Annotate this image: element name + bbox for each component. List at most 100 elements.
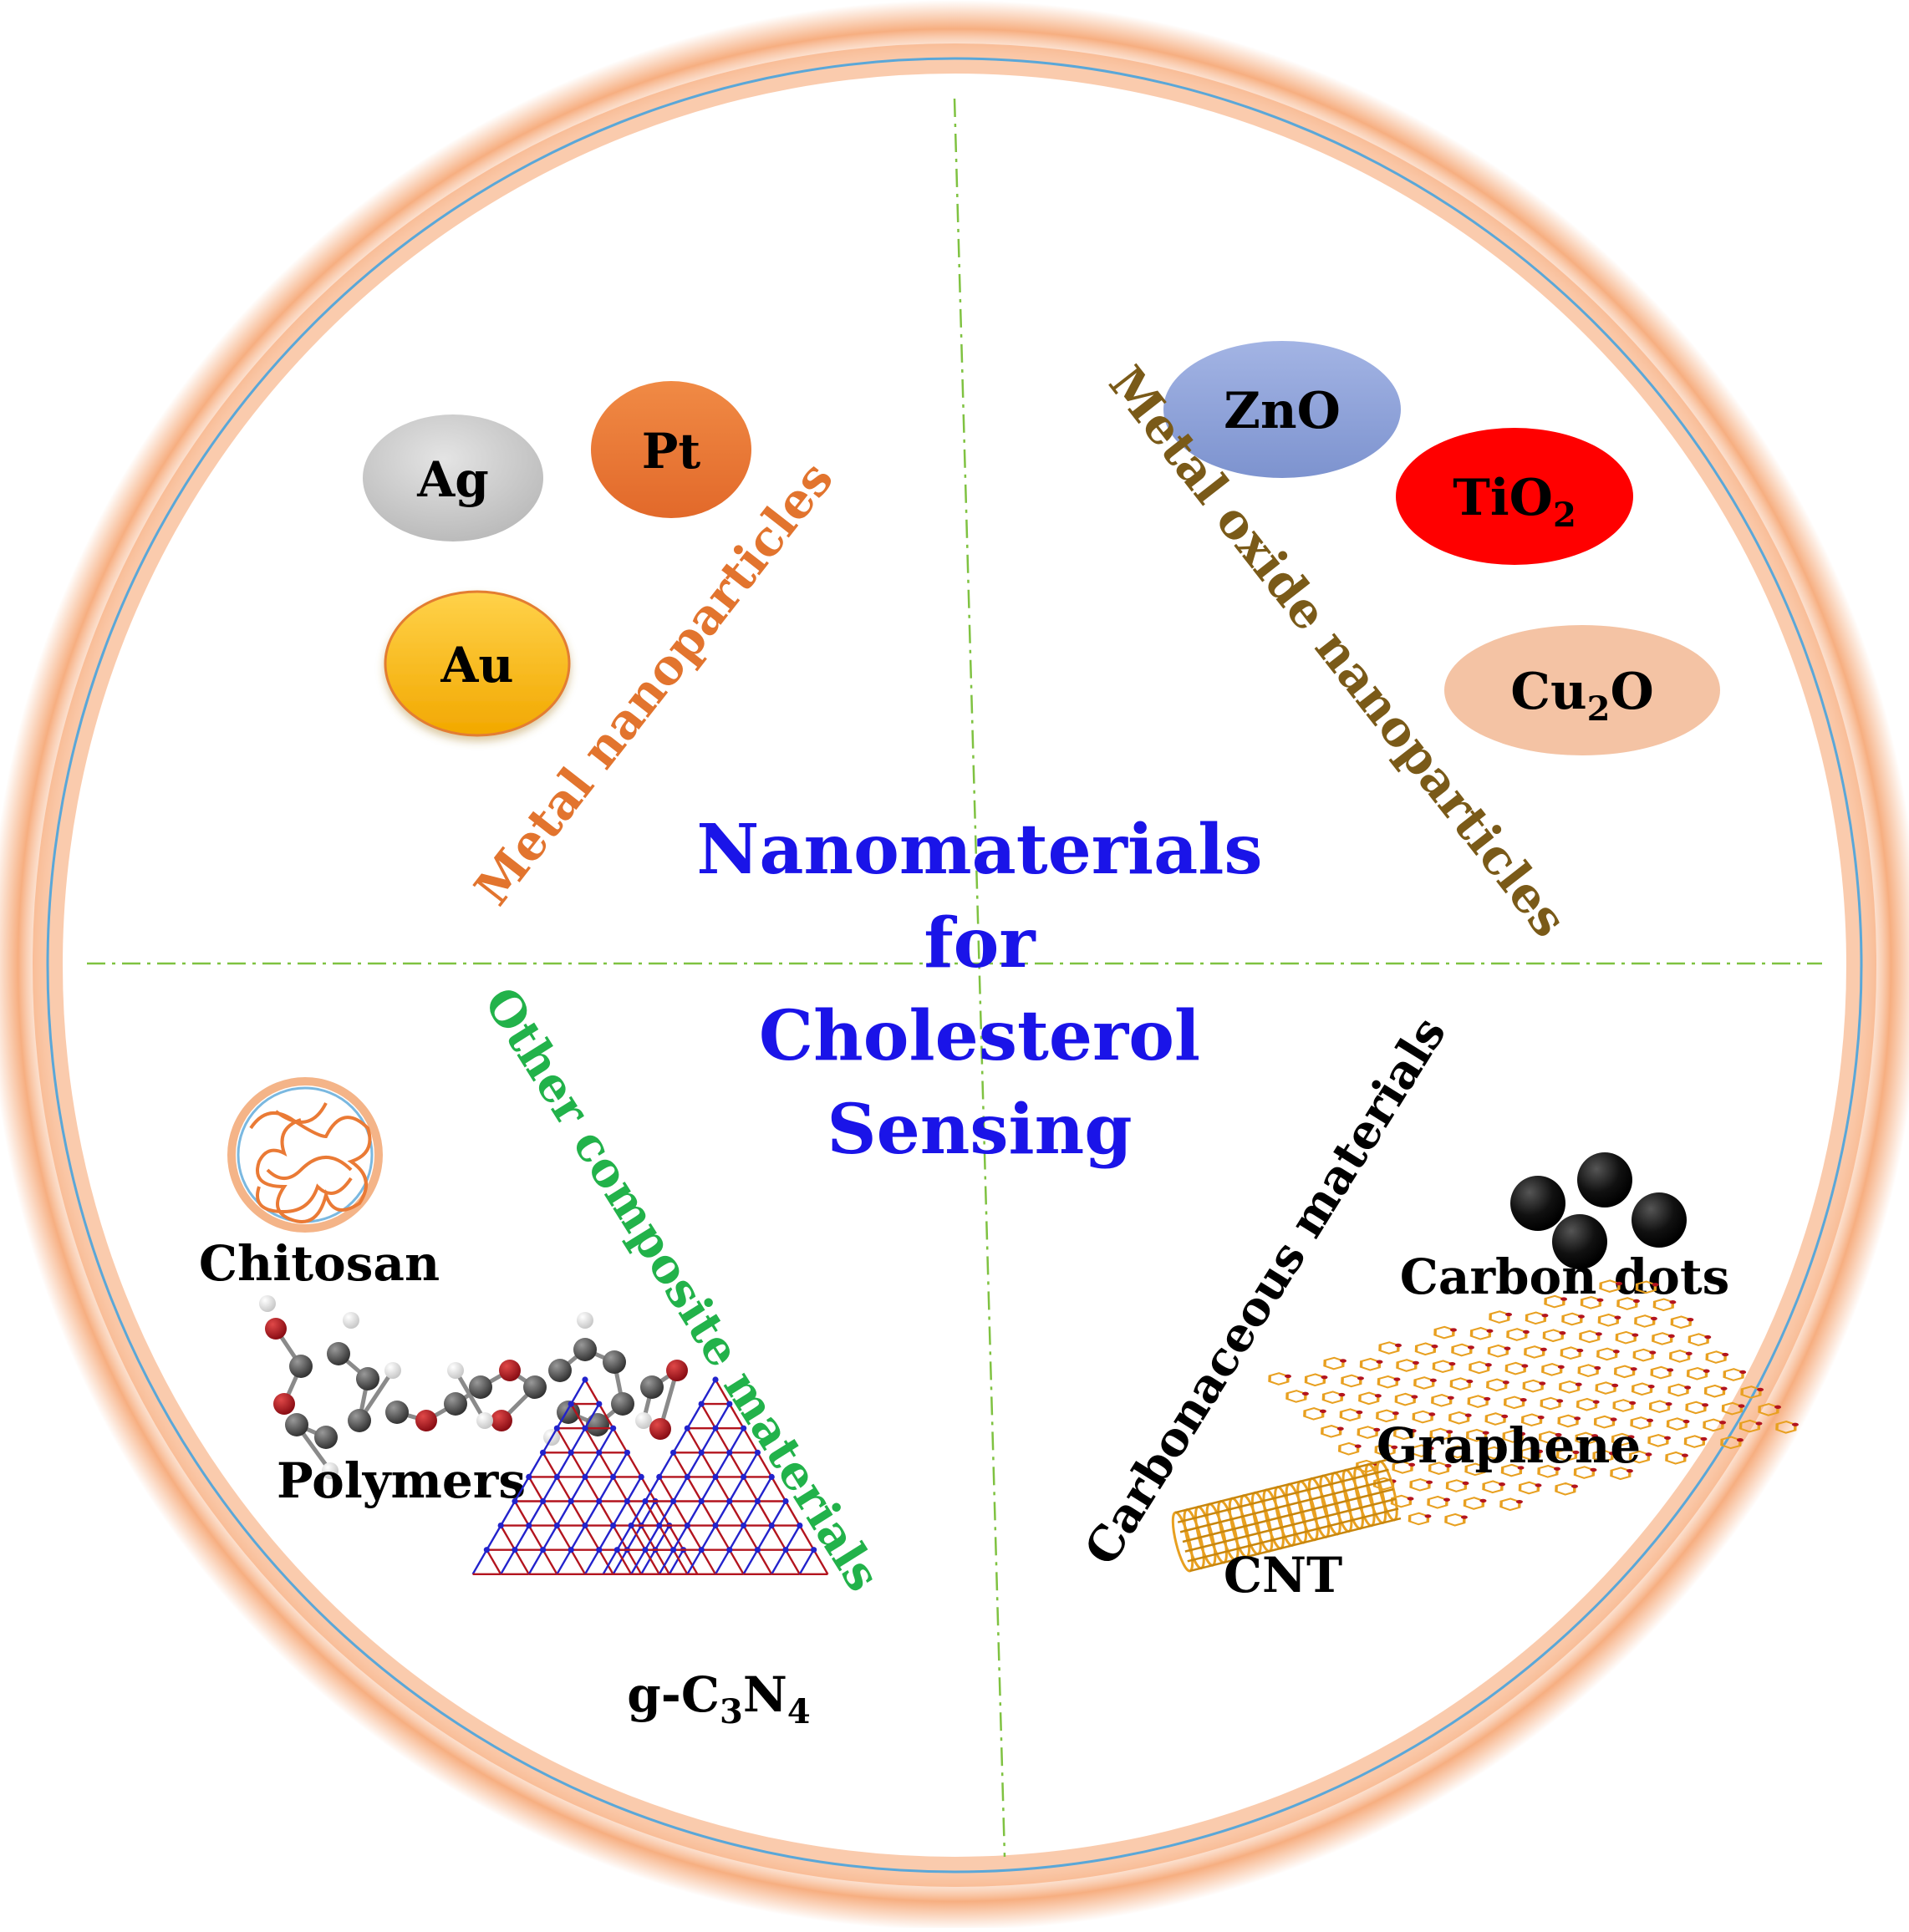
graphene-atom	[1444, 1463, 1452, 1468]
graphene-hexagon	[1358, 1391, 1380, 1406]
gcn-bond	[742, 1500, 759, 1527]
graphene-hexagon	[1321, 1424, 1342, 1438]
gcn-bond	[626, 1476, 643, 1502]
gcn-bond	[542, 1427, 558, 1453]
graphene-hexagon	[1499, 1497, 1521, 1512]
graphene-hexagon	[1721, 1401, 1744, 1416]
graphene-atom	[1520, 1398, 1527, 1402]
graphene-atom	[1412, 1360, 1419, 1365]
au-particle	[384, 590, 571, 737]
graphene-atom	[1504, 1346, 1511, 1350]
zno-particle	[1163, 341, 1401, 478]
cnt-tube-icon	[1171, 1458, 1402, 1573]
graphene-hexagon	[1540, 1396, 1561, 1411]
graphene-atom	[1481, 1465, 1489, 1469]
gcn-bond	[672, 1524, 689, 1551]
graphene-atom	[1592, 1400, 1600, 1404]
graphene-atom	[1591, 1434, 1599, 1438]
graphene-hexagon	[1483, 1446, 1505, 1460]
polymer-atom	[611, 1392, 634, 1416]
gcn-bond	[527, 1500, 544, 1527]
graphene-hexagon	[1323, 1356, 1345, 1370]
gcn-bond	[556, 1500, 573, 1527]
graphene-hexagon	[1595, 1381, 1616, 1395]
graphene-atom	[1536, 1449, 1544, 1453]
gcn-bond	[756, 1500, 773, 1527]
graphene-atom	[1560, 1297, 1567, 1301]
gcn-bond	[644, 1476, 660, 1502]
graphene-hexagon	[1469, 1326, 1492, 1340]
graphene-atom	[1720, 1386, 1728, 1391]
graphene-atom	[1559, 1331, 1566, 1335]
graphene-atom	[1338, 1392, 1346, 1397]
graphene-hexagon	[1445, 1479, 1468, 1492]
gcn-bond	[784, 1524, 801, 1551]
pt-label: Pt	[642, 423, 701, 480]
polymer-atom	[635, 1412, 652, 1429]
polymer-atom	[259, 1295, 276, 1312]
gcn-bond	[612, 1452, 629, 1477]
gcn-bond	[640, 1549, 657, 1575]
gcn-bond	[728, 1452, 745, 1477]
graphene-atom	[1426, 1480, 1433, 1484]
graphene-atom	[1700, 1436, 1708, 1441]
graphene-hexagon	[1580, 1295, 1602, 1309]
graphene-hexagon	[1451, 1343, 1473, 1357]
graphene-atom	[1652, 1283, 1659, 1287]
gcn-bond	[771, 1476, 787, 1502]
center-title-line-1: Nanomaterials	[696, 810, 1262, 890]
gcn-bond	[672, 1427, 689, 1453]
graphene-atom	[1669, 1300, 1677, 1304]
gcn-bond	[771, 1500, 787, 1527]
graphene-atom	[1616, 1281, 1622, 1286]
graphene-atom	[1450, 1328, 1457, 1332]
polymer-atom	[447, 1362, 464, 1379]
graphene-atom	[1374, 1394, 1382, 1398]
gcn-bond	[598, 1476, 614, 1502]
gcn-bond	[654, 1500, 670, 1527]
graphene-hexagon	[1447, 1445, 1469, 1459]
graphene-hexagon	[1647, 1433, 1669, 1447]
gcn-atom	[596, 1497, 603, 1505]
gcn-atom	[726, 1401, 733, 1407]
graphene-hexagon	[1648, 1400, 1671, 1414]
cu2o-label: Cu2O	[1510, 663, 1654, 729]
graphene-label: Graphene	[1377, 1417, 1641, 1474]
graphene-hexagon	[1558, 1380, 1581, 1394]
gcn-bond	[598, 1403, 614, 1429]
gcn-bond	[700, 1379, 717, 1405]
graphene-atom	[1774, 1405, 1782, 1409]
cu2o-label-suffix: O	[1610, 663, 1653, 721]
graphene-atom	[1614, 1315, 1621, 1319]
gcn-bond	[570, 1452, 587, 1477]
carbon-dots-label: Carbon dots	[1400, 1248, 1730, 1305]
gcn-bond	[742, 1476, 759, 1502]
gcn-atom	[726, 1497, 733, 1505]
graphene-hexagon	[1520, 1413, 1543, 1427]
gcn-bond	[500, 1549, 517, 1575]
graphene-atom	[1738, 1404, 1745, 1408]
chitosan-icon	[227, 1077, 383, 1233]
gcn-bond	[570, 1476, 587, 1502]
graphene-atom	[1554, 1467, 1561, 1471]
gcn-bond	[598, 1452, 614, 1477]
gcn-bond	[771, 1524, 787, 1551]
graphene-atom	[1649, 1350, 1657, 1355]
gcn-bond	[626, 1524, 643, 1551]
graphene-hexagon	[1685, 1401, 1707, 1415]
graphene-hexagon	[1341, 1374, 1362, 1388]
center-title-line-2: for	[924, 903, 1036, 984]
graphene-atom	[1736, 1438, 1744, 1442]
gcn-atom	[638, 1473, 644, 1480]
gcn-bond	[668, 1524, 685, 1551]
gcn-bond	[500, 1524, 517, 1551]
graphene-hexagon	[1503, 1396, 1525, 1410]
gcn-bond	[583, 1452, 600, 1477]
gcn-bond	[644, 1524, 660, 1551]
gcn-atom	[656, 1522, 663, 1529]
graphene-hexagon	[1544, 1294, 1565, 1309]
graphene-atom	[1650, 1316, 1657, 1321]
polymer-atom	[356, 1367, 379, 1391]
polymer-molecule-icon	[259, 1295, 688, 1479]
